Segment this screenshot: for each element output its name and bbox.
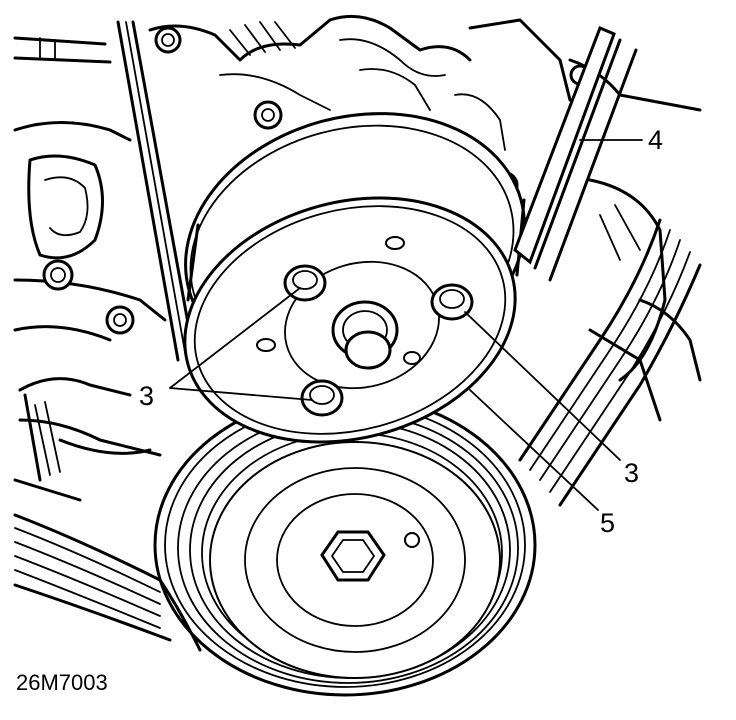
engine-background bbox=[13, 14, 702, 502]
callout-labels: 3 3 4 5 bbox=[139, 125, 663, 538]
figure-reference: 26M7003 bbox=[16, 670, 108, 695]
drive-belt-left-run bbox=[116, 20, 194, 362]
callout-pulley: 5 bbox=[600, 508, 615, 538]
bolt-icon bbox=[42, 259, 74, 291]
bolt-icon bbox=[154, 26, 182, 54]
bolt-icon bbox=[253, 100, 283, 130]
leader-lines bbox=[169, 139, 643, 511]
bolt-icon bbox=[300, 379, 344, 417]
leader-line bbox=[169, 387, 313, 401]
leader-line bbox=[469, 389, 599, 511]
drive-belt-right-run bbox=[513, 26, 638, 282]
callout-belt: 4 bbox=[648, 125, 663, 155]
crank-bolt-icon bbox=[320, 530, 386, 582]
leader-line bbox=[169, 287, 301, 389]
bolt-icon bbox=[430, 283, 474, 321]
water-pump-pulley bbox=[183, 112, 526, 444]
pulley-bolts bbox=[283, 264, 474, 417]
callout-bolt-right: 3 bbox=[624, 458, 639, 488]
crankshaft-pulley bbox=[153, 393, 537, 697]
bolt-icon bbox=[105, 305, 135, 335]
callout-bolt-left: 3 bbox=[139, 381, 154, 411]
multi-rib-belt bbox=[13, 218, 702, 652]
leader-line bbox=[464, 311, 621, 461]
